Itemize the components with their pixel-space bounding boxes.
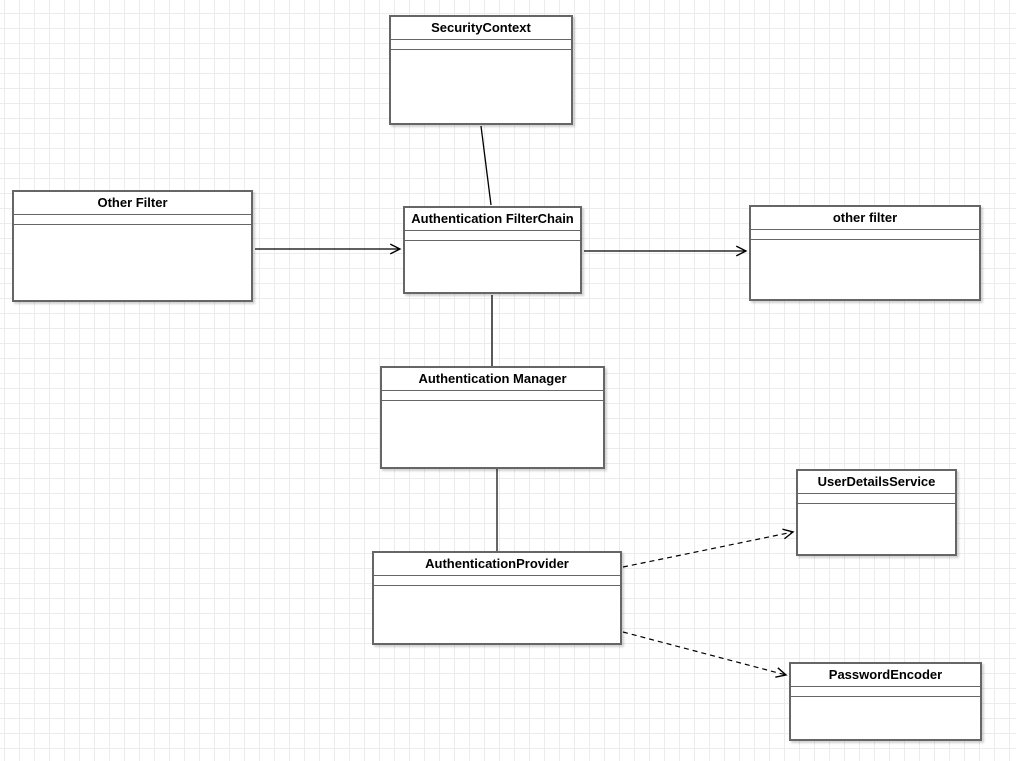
class-box-other-filter[interactable]: Other Filter <box>12 190 253 302</box>
class-body-compartment <box>751 240 979 299</box>
class-body-compartment <box>405 241 580 292</box>
class-divider-compartment <box>14 215 251 225</box>
class-body-compartment <box>14 225 251 300</box>
class-body-compartment <box>391 50 571 123</box>
class-box-authentication-manager[interactable]: Authentication Manager <box>380 366 605 469</box>
class-title-label: AuthenticationProvider <box>374 553 620 576</box>
class-body-compartment <box>798 504 955 554</box>
class-body-compartment <box>374 586 620 643</box>
class-body-compartment <box>791 697 980 739</box>
class-title-label: Authentication FilterChain <box>405 208 580 231</box>
class-divider-compartment <box>374 576 620 586</box>
class-divider-compartment <box>791 687 980 697</box>
class-title-label: other filter <box>751 207 979 230</box>
class-title-label: SecurityContext <box>391 17 571 40</box>
class-box-authenticationprovider[interactable]: AuthenticationProvider <box>372 551 622 645</box>
edge-authentication-provider-to-password-encoder <box>622 631 788 678</box>
class-divider-compartment <box>798 494 955 504</box>
class-divider-compartment <box>751 230 979 240</box>
class-box-userdetailsservice[interactable]: UserDetailsService <box>796 469 957 556</box>
class-box-authentication-filterchain[interactable]: Authentication FilterChain <box>403 206 582 294</box>
class-box-securitycontext[interactable]: SecurityContext <box>389 15 573 125</box>
class-title-label: Authentication Manager <box>382 368 603 391</box>
class-divider-compartment <box>405 231 580 241</box>
edge-authentication-provider-to-user-details-service <box>622 528 795 568</box>
class-title-label: Other Filter <box>14 192 251 215</box>
class-body-compartment <box>382 401 603 467</box>
class-divider-compartment <box>382 391 603 401</box>
class-divider-compartment <box>391 40 571 50</box>
class-box-other-filter-2[interactable]: other filter <box>749 205 981 301</box>
class-title-label: UserDetailsService <box>798 471 955 494</box>
class-title-label: PasswordEncoder <box>791 664 980 687</box>
edge-security-context-to-authentication-filterchain <box>480 125 492 206</box>
class-box-passwordencoder[interactable]: PasswordEncoder <box>789 662 982 741</box>
